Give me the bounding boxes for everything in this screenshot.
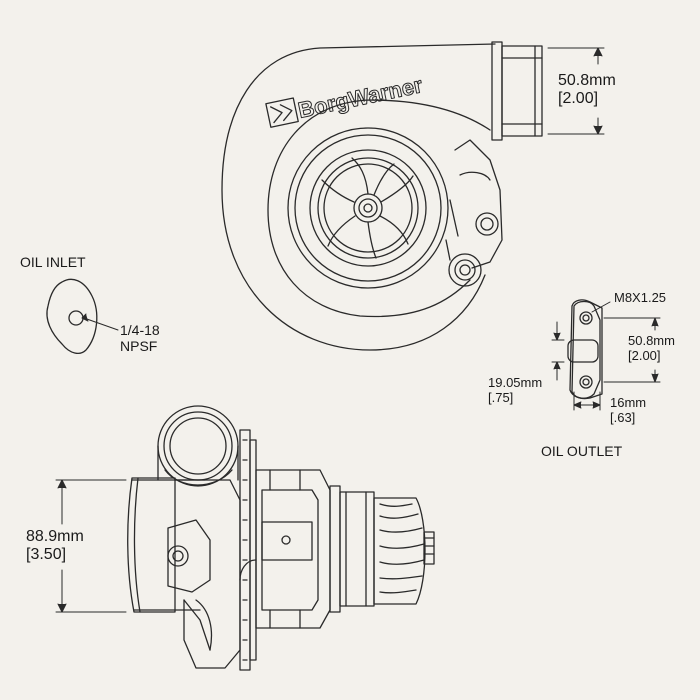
inlet-diameter-metric: 88.9mm: [26, 528, 84, 545]
oil-inlet-thread-line2: NPSF: [120, 338, 158, 355]
borgwarner-logo-text: BorgWarner: [296, 72, 425, 123]
outlet-dimension-lines: [547, 47, 605, 135]
oil-inlet-thread-label: 1/4-18 NPSF: [120, 322, 160, 354]
oil-outlet-port-width-metric: 16mm: [610, 395, 647, 410]
outlet-diameter-metric: 50.8mm: [558, 72, 616, 89]
outlet-diameter-label: 50.8mm [2.00]: [558, 72, 616, 109]
inlet-diameter-imperial: [3.50]: [26, 546, 67, 564]
oil-outlet-port-width: 16mm [.63]: [610, 395, 647, 426]
borgwarner-logo-mark: [265, 97, 299, 128]
oil-outlet-port-height-imperial: [.75]: [488, 389, 514, 405]
oil-outlet-title: OIL OUTLET: [541, 443, 623, 459]
compressor-wheel: [321, 157, 414, 259]
oil-outlet-port-height-metric: 19.05mm: [488, 375, 543, 390]
oil-outlet-port-height: 19.05mm [.75]: [488, 375, 543, 406]
turbo-side-view: [127, 405, 435, 671]
oil-inlet-title: OIL INLET: [20, 254, 86, 270]
oil-outlet-bolt-spacing: 50.8mm [2.00]: [628, 333, 675, 364]
oil-inlet-flange: [46, 278, 119, 355]
oil-outlet-bolt-label: M8X1.25: [614, 290, 667, 305]
oil-outlet-bolt-spacing-imperial: [2.00]: [628, 347, 661, 363]
oil-outlet-port-width-imperial: [.63]: [610, 409, 636, 425]
compressor-housing-front-view: [221, 41, 543, 351]
oil-outlet-bolt-spacing-metric: 50.8mm: [628, 333, 675, 348]
inlet-dimension-lines: [55, 479, 127, 613]
oil-inlet-thread-line1: 1/4-18: [120, 322, 160, 338]
outlet-diameter-imperial: [2.00]: [558, 90, 599, 108]
inlet-diameter-label: 88.9mm [3.50]: [26, 528, 84, 565]
oil-outlet-flange: [551, 299, 661, 411]
